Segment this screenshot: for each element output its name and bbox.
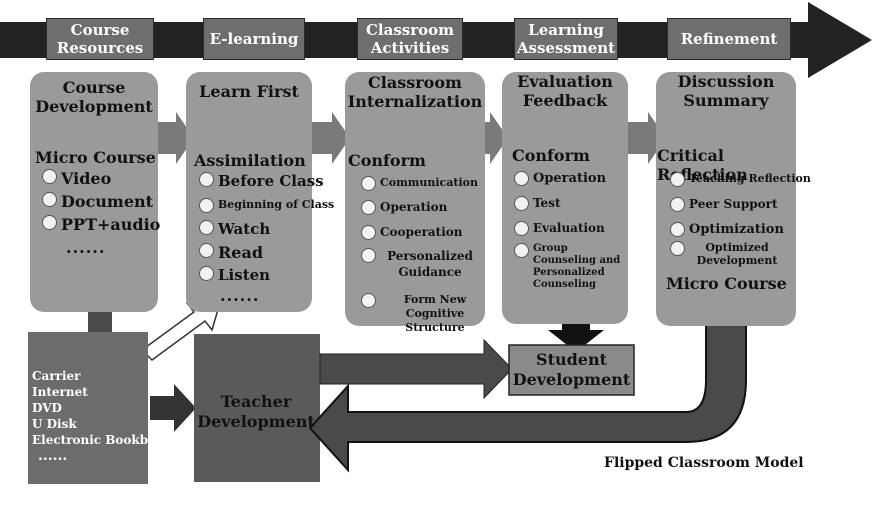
phase-learning-assessment: Learning Assessment	[514, 18, 618, 60]
panel-classroom-internalization: Classroom Internalization Conform Commun…	[345, 72, 485, 334]
teacher-box-bg	[194, 334, 320, 482]
list-item: Group Counseling and Personalized Counse…	[514, 243, 633, 291]
list-item: Video	[42, 169, 111, 188]
list-item: Personalized Guidance	[361, 248, 480, 280]
bullet-icon	[42, 192, 57, 207]
teacher-development-box: Teacher Development	[197, 392, 315, 431]
student-box-bg	[508, 344, 635, 396]
list-item: Teaching Reflection	[670, 172, 811, 187]
list-item: PPT+audio	[42, 215, 160, 234]
carrier-line: Electronic Bookbag	[32, 433, 165, 447]
panel-discussion-summary: Discussion Summary Critical Reflection T…	[656, 72, 811, 326]
list-item: Watch	[199, 220, 270, 238]
bullet-icon	[361, 225, 376, 240]
panel-course-development: Course Development Micro Course Video Do…	[30, 72, 160, 312]
teacher-to-student-arrow	[319, 338, 513, 400]
phase-classroom-activities: Classroom Activities	[357, 18, 463, 60]
carrier-line: DVD	[32, 401, 62, 415]
bullet-icon	[670, 241, 685, 256]
panel-heading: Assimilation	[194, 151, 306, 170]
bullet-icon	[361, 200, 376, 215]
bullet-icon	[670, 222, 685, 237]
bullet-icon	[670, 197, 685, 212]
more-ellipsis: ......	[38, 448, 68, 464]
bullet-icon	[514, 196, 529, 211]
carrier-line: Internet	[32, 385, 88, 399]
list-item: Cooperation	[361, 225, 463, 240]
carrier-line: U Disk	[32, 417, 77, 431]
list-item: Peer Support	[670, 197, 778, 212]
connector-arrow-2	[312, 112, 350, 164]
bullet-icon	[361, 248, 376, 263]
bullet-icon	[199, 243, 214, 258]
bullet-icon	[514, 221, 529, 236]
phase-refinement: Refinement	[667, 18, 791, 60]
bullet-icon	[42, 169, 57, 184]
panel-evaluation-feedback: Evaluation Feedback Conform Operation Te…	[502, 72, 628, 324]
bullet-icon	[361, 176, 376, 191]
bullet-icon	[514, 171, 529, 186]
panel-heading: Micro Course	[35, 148, 156, 167]
panel-title: Classroom Internalization	[347, 73, 483, 111]
carrier-line: Carrier	[32, 369, 81, 383]
list-item: Test	[514, 196, 561, 211]
panel-footer: Micro Course	[666, 274, 787, 293]
panel-title: Course Development	[35, 78, 153, 116]
bullet-icon	[514, 243, 529, 258]
list-item: Operation	[361, 200, 447, 215]
bullet-icon	[199, 220, 214, 235]
panel-title: Discussion Summary	[677, 72, 775, 110]
bullet-icon	[670, 172, 685, 187]
more-ellipsis: ......	[66, 238, 106, 257]
phase-e-learning: E-learning	[203, 18, 305, 60]
bullet-icon	[199, 266, 214, 281]
panel-title: Learn First	[199, 82, 299, 101]
list-item: Optimized Development	[670, 241, 785, 267]
carrier-box: Carrier Internet DVD U Disk Electronic B…	[32, 368, 172, 464]
diagram-caption: Flipped Classroom Model	[604, 455, 804, 471]
carrier-to-teacher-arrow	[150, 384, 196, 432]
list-item: Document	[42, 192, 153, 211]
connector-arrow-1	[158, 112, 194, 164]
more-ellipsis: ......	[220, 286, 260, 305]
panel-learn-first: Learn First Assimilation Before Class Be…	[186, 72, 334, 312]
panel-heading: Conform	[512, 146, 590, 165]
bullet-icon	[199, 172, 214, 187]
bullet-icon	[42, 215, 57, 230]
return-curved-arrow	[308, 313, 747, 473]
list-item: Operation	[514, 171, 606, 186]
student-development-box: Student Development	[512, 350, 631, 389]
list-item: Listen	[199, 266, 270, 284]
phase-course-resources: Course Resources	[46, 18, 154, 60]
list-item: Read	[199, 243, 263, 262]
panel-heading: Conform	[348, 151, 426, 170]
list-item: Before Class	[199, 172, 324, 190]
list-item: Evaluation	[514, 221, 605, 236]
list-item: Form New Cognitive Structure	[361, 293, 490, 335]
carrier-box-bg	[28, 332, 148, 484]
bullet-icon	[361, 293, 376, 308]
list-item: Beginning of Class	[199, 198, 334, 213]
list-item: Communication	[361, 176, 478, 191]
panel-title: Evaluation Feedback	[517, 72, 613, 110]
list-item: Optimization	[670, 222, 784, 237]
bullet-icon	[199, 198, 214, 213]
